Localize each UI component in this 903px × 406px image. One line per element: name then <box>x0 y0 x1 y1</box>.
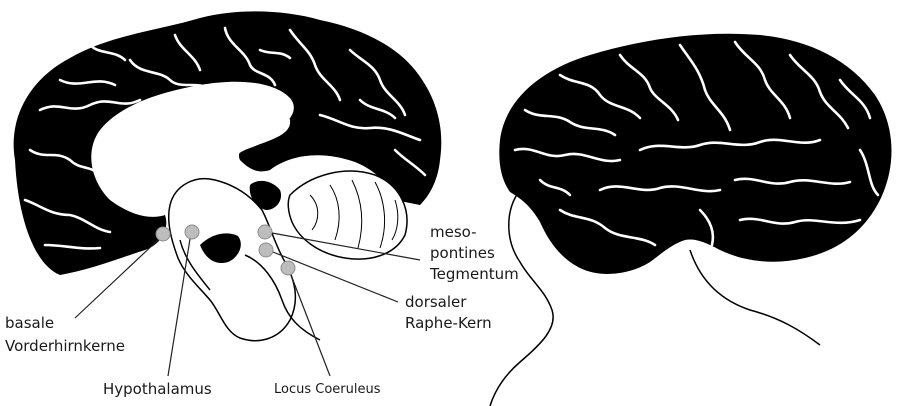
leader-locus-coeruleus <box>291 275 330 376</box>
label-mesopontine-3: Tegmentum <box>429 265 519 283</box>
label-raphe-1: dorsaler <box>405 293 467 311</box>
lateral-brain-view <box>490 34 891 406</box>
nucleus-mesopontine-tegmentum <box>258 225 272 239</box>
nucleus-locus-coeruleus <box>281 261 295 275</box>
label-locus-coeruleus: Locus Coeruleus <box>274 382 381 397</box>
label-mesopontine-1: meso- <box>430 223 477 241</box>
label-hypothalamus: Hypothalamus <box>103 380 212 398</box>
nucleus-basal-forebrain <box>156 227 170 241</box>
label-basal-forebrain-2: Vorderhirnkerne <box>5 337 125 355</box>
nucleus-dorsal-raphe <box>259 243 273 257</box>
cerebellum <box>288 171 407 259</box>
nucleus-hypothalamus <box>185 225 199 239</box>
label-mesopontine-2: pontines <box>430 244 495 262</box>
label-basal-forebrain-1: basale <box>5 314 54 332</box>
label-raphe-2: Raphe-Kern <box>405 314 492 332</box>
sagittal-brain-view <box>14 11 442 340</box>
